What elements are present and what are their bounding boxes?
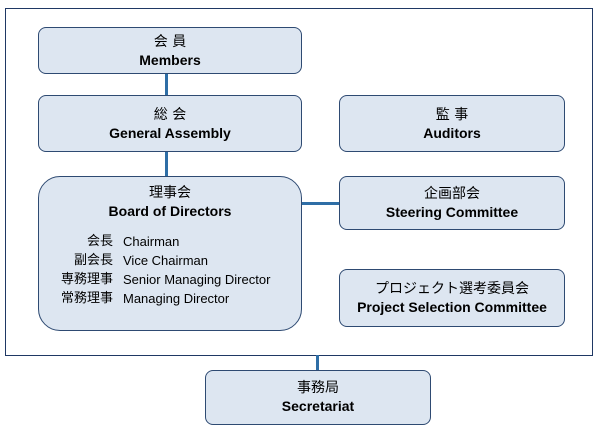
role-title-jp: 専務理事 xyxy=(60,272,113,287)
board-label-jp: 理事会 xyxy=(149,185,191,201)
connector-assembly-board xyxy=(165,150,168,178)
board-label-en: Board of Directors xyxy=(108,203,232,219)
role-row: 会長 Chairman xyxy=(53,232,270,251)
steering-label-jp: 企画部会 xyxy=(424,186,480,202)
general-assembly-label-en: General Assembly xyxy=(109,125,231,141)
auditors-label-jp: 監 事 xyxy=(435,107,469,123)
role-title-en: Vice Chairman xyxy=(123,253,209,268)
board-roles-list: 会長 Chairman 副会長 Vice Chairman 専務理事 Senio… xyxy=(53,232,270,308)
organization-frame xyxy=(5,8,593,356)
general-assembly-box: 総 会 General Assembly xyxy=(38,95,302,152)
connector-board-steering xyxy=(300,202,340,205)
auditors-label-en: Auditors xyxy=(423,125,481,141)
connector-members-assembly xyxy=(165,73,168,97)
members-label-jp: 会 員 xyxy=(153,34,187,50)
steering-label-en: Steering Committee xyxy=(385,204,519,220)
steering-committee-box: 企画部会 Steering Committee xyxy=(339,176,565,230)
secretariat-label-en: Secretariat xyxy=(281,398,355,414)
board-of-directors-box: 理事会 Board of Directors 会長 Chairman 副会長 V… xyxy=(38,176,302,331)
members-box: 会 員 Members xyxy=(38,27,302,74)
role-title-jp: 常務理事 xyxy=(60,291,113,306)
role-title-jp: 副会長 xyxy=(73,253,113,268)
project-selection-label-en: Project Selection Committee xyxy=(357,299,547,315)
role-title-jp: 会長 xyxy=(86,234,113,249)
general-assembly-label-jp: 総 会 xyxy=(153,107,187,123)
secretariat-label-jp: 事務局 xyxy=(297,380,339,396)
connector-frame-secretariat xyxy=(316,355,319,371)
auditors-box: 監 事 Auditors xyxy=(339,95,565,152)
project-selection-label-jp: プロジェクト選考委員会 xyxy=(375,281,529,297)
role-row: 副会長 Vice Chairman xyxy=(53,251,270,270)
role-row: 専務理事 Senior Managing Director xyxy=(53,270,270,289)
project-selection-committee-box: プロジェクト選考委員会 Project Selection Committee xyxy=(339,269,565,327)
members-label-en: Members xyxy=(139,52,201,68)
role-row: 常務理事 Managing Director xyxy=(53,289,270,308)
secretariat-box: 事務局 Secretariat xyxy=(205,370,431,425)
role-title-en: Senior Managing Director xyxy=(123,272,271,287)
role-title-en: Managing Director xyxy=(123,291,230,306)
role-title-en: Chairman xyxy=(123,234,180,249)
